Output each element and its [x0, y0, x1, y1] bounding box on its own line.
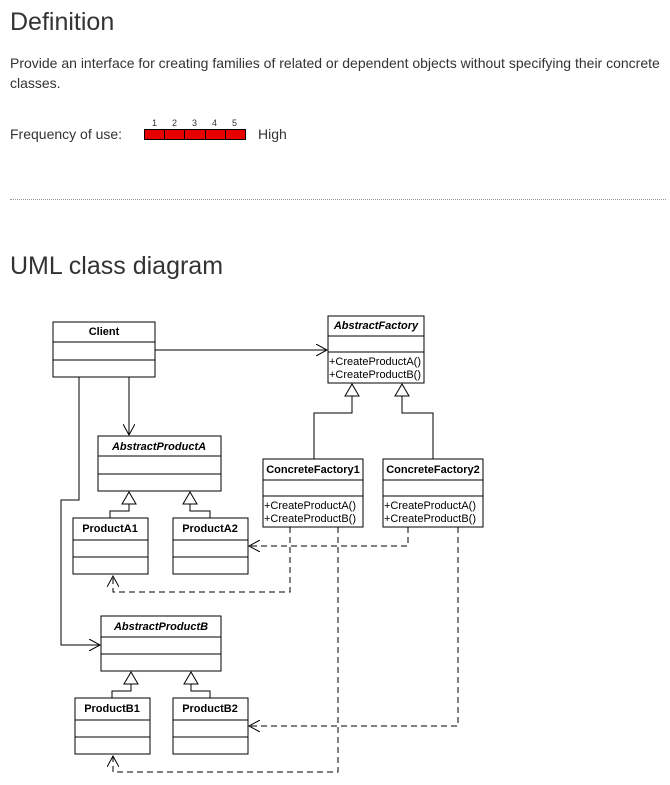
class-client: Client — [52, 321, 156, 378]
class-product-a1-name: ProductA1 — [82, 523, 138, 535]
section-divider — [10, 199, 666, 200]
frequency-label: Frequency of use: — [10, 126, 123, 142]
class-abstract-product-a-name: AbstractProductA — [111, 441, 206, 453]
class-abstract-factory: AbstractFactory +CreateProductA() +Creat… — [327, 315, 425, 384]
class-concrete-factory-2-name: ConcreteFactory2 — [386, 464, 480, 476]
product-a-inheritance — [109, 491, 211, 518]
factory-inheritance — [313, 383, 434, 459]
class-abstract-product-a: AbstractProductA — [97, 435, 222, 492]
concrete-factory-2-op-a: +CreateProductA() — [384, 500, 476, 512]
frequency-cell — [225, 130, 246, 139]
concrete-factory-2-op-b: +CreateProductB() — [384, 513, 476, 525]
frequency-scale-3: 3 — [192, 118, 198, 128]
class-product-a2-name: ProductA2 — [182, 523, 238, 535]
frequency-cell — [205, 130, 226, 139]
frequency-cell — [165, 130, 186, 139]
frequency-meter: 1 2 3 4 5 — [144, 118, 246, 142]
abstract-factory-op-b: +CreateProductB() — [329, 369, 421, 381]
concrete-factory-1-op-b: +CreateProductB() — [264, 513, 356, 525]
frequency-scale-4: 4 — [212, 118, 218, 128]
frequency-scale-2: 2 — [172, 118, 178, 128]
definition-text: Provide an interface for creating famili… — [10, 55, 660, 91]
uml-heading: UML class diagram — [10, 252, 224, 280]
frequency-cell — [145, 130, 166, 139]
class-product-b2-name: ProductB2 — [182, 703, 238, 715]
class-abstract-factory-name: AbstractFactory — [333, 320, 419, 332]
frequency-value: High — [258, 126, 287, 142]
concrete-factory-1-op-a: +CreateProductA() — [264, 500, 356, 512]
class-abstract-product-b: AbstractProductB — [100, 615, 222, 672]
class-product-a1: ProductA1 — [72, 517, 149, 575]
class-concrete-factory-1-name: ConcreteFactory1 — [266, 464, 360, 476]
product-b-inheritance — [111, 671, 211, 698]
class-client-name: Client — [89, 326, 120, 338]
class-concrete-factory-2: ConcreteFactory2 +CreateProductA() +Crea… — [382, 458, 484, 528]
frequency-row: Frequency of use: 1 2 3 4 5 High — [10, 118, 410, 148]
client-to-abstract-product-b — [60, 377, 100, 645]
cf2-creates-product-b2 — [249, 527, 459, 726]
class-product-a2: ProductA2 — [172, 517, 249, 575]
cf1-creates-product-a1 — [113, 527, 291, 593]
cf1-creates-product-b1 — [113, 527, 339, 773]
class-concrete-factory-1: ConcreteFactory1 +CreateProductA() +Crea… — [262, 458, 364, 528]
class-product-b1-name: ProductB1 — [84, 703, 140, 715]
cf2-creates-product-a2 — [249, 527, 409, 546]
definition-heading: Definition — [10, 8, 115, 36]
abstract-factory-op-a: +CreateProductA() — [329, 356, 421, 368]
frequency-cell — [185, 130, 206, 139]
class-abstract-product-b-name: AbstractProductB — [113, 621, 208, 633]
frequency-scale-5: 5 — [232, 118, 238, 128]
frequency-scale-1: 1 — [152, 118, 158, 128]
frequency-scale: 1 2 3 4 5 — [144, 118, 246, 128]
class-product-b1: ProductB1 — [74, 697, 151, 755]
class-product-b2: ProductB2 — [172, 697, 249, 755]
frequency-bar — [144, 129, 246, 140]
